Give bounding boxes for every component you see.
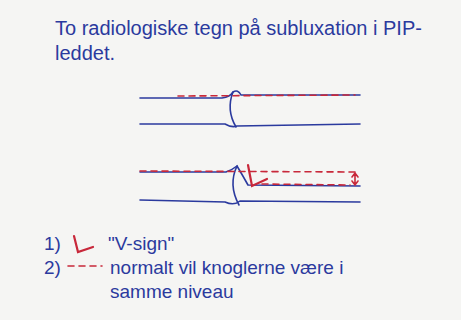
bone-outline bbox=[140, 91, 360, 98]
legend-text: normalt vil knoglerne være i samme nivea… bbox=[110, 256, 370, 304]
title: To radiologiske tegn på subluxation i PI… bbox=[55, 16, 450, 66]
level-line bbox=[140, 171, 355, 172]
legend-entry: normalt vil knoglerne være i samme nivea… bbox=[110, 256, 370, 304]
legend-entry: "V-sign" bbox=[108, 232, 308, 256]
level-line bbox=[178, 95, 355, 96]
list-number: 1) bbox=[44, 232, 61, 256]
offset-arrow bbox=[352, 173, 358, 185]
list-number: 1) bbox=[44, 232, 61, 256]
title-block: To radiologiske tegn på subluxation i PI… bbox=[55, 16, 450, 66]
legend-sample bbox=[68, 265, 102, 267]
bone-outline bbox=[140, 166, 360, 186]
v-sign-mark bbox=[248, 165, 267, 186]
bone-outline bbox=[140, 124, 360, 127]
list-number: 2) bbox=[44, 256, 61, 280]
list-number: 2) bbox=[44, 256, 61, 280]
joint-line bbox=[230, 92, 236, 127]
legend-sample bbox=[74, 236, 93, 252]
level-line bbox=[262, 184, 350, 185]
bone-outline bbox=[140, 200, 360, 204]
legend-text: "V-sign" bbox=[108, 232, 308, 256]
